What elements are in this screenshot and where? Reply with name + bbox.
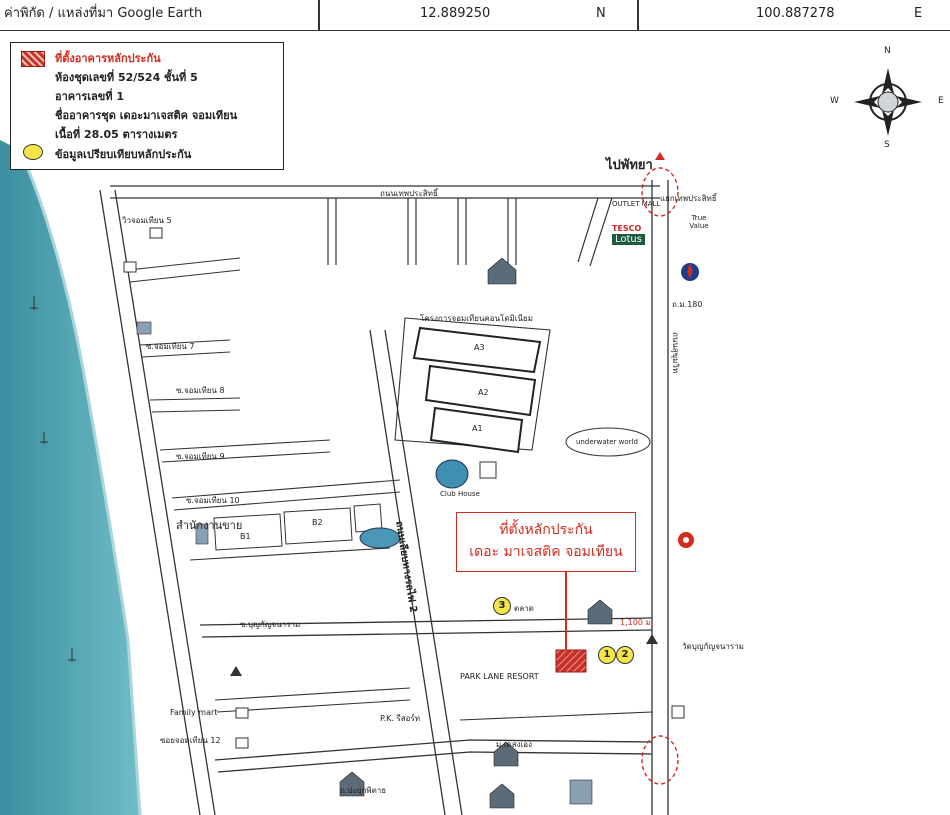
pool xyxy=(435,459,469,489)
legend-comparable: ข้อมูลเปรียบเทียบหลักประกัน xyxy=(55,148,192,161)
building-a3: A3 xyxy=(474,343,485,352)
legend-condo: ชื่ออาคารชุด เดอะมาเจสติค จอมเทียน xyxy=(55,109,238,122)
view-jomtien-label: วิวจอมเทียน 5 xyxy=(122,216,172,225)
project-label: โครงการจอมเทียนคอนโดมิเนียม xyxy=(420,314,533,323)
subject-callout: ที่ตั้งหลักประกัน เดอะ มาเจสติค จอมเทียน xyxy=(456,512,636,572)
lower-road xyxy=(214,739,653,761)
road-label: ถนนเทพประสิทธิ์ xyxy=(380,189,438,198)
park-lane-label: PARK LANE RESORT xyxy=(460,672,539,681)
coordinate-header: ค่าพิกัด / แหล่งที่มา Google Earth 12.88… xyxy=(0,0,950,31)
soi-10-label: ซ.จอมเทียน 10 xyxy=(186,496,240,505)
longitude-direction: E xyxy=(914,6,923,21)
soi-12-label: ซอยจอมเทียน 12 xyxy=(160,736,221,745)
project-outline xyxy=(394,317,551,451)
market-label: ตลาด xyxy=(514,604,534,613)
lots xyxy=(213,503,383,551)
sukhumvit-label: ถนนสุขุมวิท xyxy=(671,332,680,374)
legend-area: เนื้อที่ 28.05 ตารางเมตร xyxy=(55,128,178,141)
lower-road xyxy=(216,699,411,713)
distance-label: 1,100 ม. xyxy=(620,618,654,627)
building-a1: A1 xyxy=(472,424,483,433)
pond xyxy=(359,527,401,549)
lower-road xyxy=(214,687,411,701)
pk-resort-label: P.K. รีสอร์ท xyxy=(380,714,421,723)
underwater-world-label: underwater world xyxy=(576,438,638,446)
divider xyxy=(318,0,320,30)
lower-road xyxy=(217,751,653,773)
soi-7-label: ซ.จอมเทียน 7 xyxy=(146,342,195,351)
sales-office-label: สำนักงานขาย xyxy=(176,519,243,532)
north-arrow-road xyxy=(655,152,665,160)
compass-n: N xyxy=(884,46,891,56)
ptt-label: ถ.ม.180 xyxy=(672,300,703,309)
source-label: ค่าพิกัด / แหล่งที่มา Google Earth xyxy=(4,6,203,21)
location-map xyxy=(0,68,922,815)
building-a2: A2 xyxy=(478,388,489,397)
lot-b2: B2 xyxy=(312,518,323,527)
comparable-legend-swatch xyxy=(23,144,43,160)
thappraya-road xyxy=(369,329,446,815)
soi-9-label: ซ.จอมเทียน 9 xyxy=(176,452,225,461)
lanes xyxy=(327,197,613,267)
soi-8-label: ซ.จอมเทียน 8 xyxy=(176,386,225,395)
temple-icon xyxy=(230,634,658,676)
comparable-marker-2: 2 xyxy=(616,646,634,664)
callout-line2: เดอะ มาเจสติค จอมเทียน xyxy=(469,544,623,560)
club-house-icon xyxy=(479,461,497,479)
house-icon xyxy=(339,257,613,809)
bottom-road-label: ถ.ปะยุกพิตาธ xyxy=(340,786,387,795)
intersection-marker xyxy=(641,167,679,785)
temple-label: วัดบุญกัญจนาราม xyxy=(682,642,744,651)
family-mart-label: Family mart xyxy=(170,708,218,717)
compass-rose xyxy=(854,68,922,136)
true-value-label: True Value xyxy=(689,214,709,230)
legend-unit: ห้องชุดเลขที่ 52/524 ชั้นที่ 5 xyxy=(55,71,198,84)
middle-road-label: ซ.บุญกัญจนาราม xyxy=(240,620,301,629)
lower-road xyxy=(459,711,653,721)
boat-icon xyxy=(30,296,76,662)
school-label: ม.เดสงเอง xyxy=(496,740,532,749)
tesco-label: TESCO xyxy=(612,224,642,233)
subject-site xyxy=(555,649,587,673)
condo-buildings xyxy=(412,326,542,454)
legend-subject-title: ที่ตั้งอาคารหลักประกัน xyxy=(55,52,161,65)
outlet-label: OUTLET MALL xyxy=(612,200,661,208)
beach-road xyxy=(114,189,216,815)
callout-line1: ที่ตั้งหลักประกัน xyxy=(499,522,593,538)
lotus-label: Lotus xyxy=(612,234,645,245)
map-pin xyxy=(123,227,685,749)
to-pattaya-label: ไปพัทยา xyxy=(606,158,653,173)
longitude-value: 100.887278 xyxy=(756,6,835,21)
building-icon xyxy=(136,321,593,805)
compass-e: E xyxy=(938,96,944,106)
subject-legend-swatch xyxy=(21,51,45,67)
map-legend: ที่ตั้งอาคารหลักประกัน ห้องชุดเลขที่ 52/… xyxy=(10,42,284,170)
compass-w: W xyxy=(830,96,839,106)
divider xyxy=(637,0,639,30)
sea-area xyxy=(0,140,140,815)
comparable-marker-1: 1 xyxy=(598,646,616,664)
beach-line xyxy=(18,149,142,815)
underwater-world xyxy=(565,427,651,457)
middle-road xyxy=(201,629,653,638)
lot-b1: B1 xyxy=(240,532,251,541)
middle-road xyxy=(199,617,653,626)
legend-building: อาคารเลขที่ 1 xyxy=(55,90,124,103)
club-house-label: Club House xyxy=(440,490,480,498)
comparable-marker-3: 3 xyxy=(493,597,511,615)
latitude-value: 12.889250 xyxy=(420,6,491,21)
compass-s: S xyxy=(884,140,890,150)
soi-lanes xyxy=(127,257,401,561)
intersection-label: แยกเทพประสิทธิ์ xyxy=(660,194,717,203)
latitude-direction: N xyxy=(596,6,606,21)
beach-road xyxy=(99,189,201,815)
